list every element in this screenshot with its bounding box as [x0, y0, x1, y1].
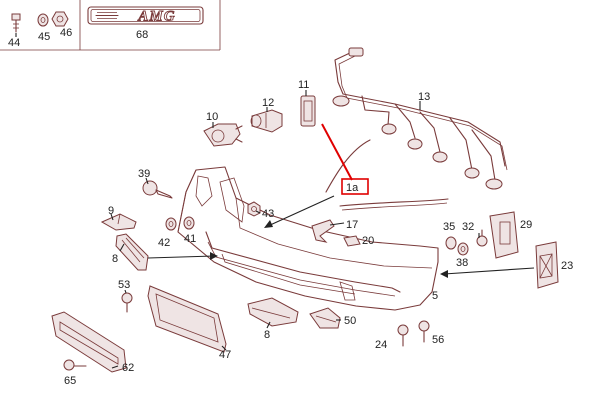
- callout-50: 50: [344, 315, 356, 327]
- wiring-harness: [332, 47, 508, 190]
- nut-part-46: [51, 11, 69, 27]
- grommet-41: [183, 216, 195, 230]
- callout-65: 65: [64, 375, 76, 387]
- screw-32: [476, 229, 488, 247]
- clip-17: [311, 219, 335, 243]
- highlight-marker: [321, 123, 369, 195]
- screw-24: [397, 324, 409, 347]
- callout-8-lower: 8: [264, 329, 270, 341]
- amg-emblem: AMG: [87, 6, 204, 25]
- connector-12: [250, 109, 283, 133]
- callout-68: 68: [136, 29, 148, 41]
- callout-47: 47: [219, 349, 231, 361]
- nut-38: [457, 242, 469, 256]
- screw-65: [63, 359, 87, 371]
- nut-43: [247, 201, 261, 217]
- trim-50: [309, 307, 341, 329]
- callout-39: 39: [138, 168, 150, 180]
- callout-62: 62: [122, 362, 134, 374]
- washer-part-45: [37, 13, 49, 27]
- callout-45: 45: [38, 31, 50, 43]
- callout-38: 38: [456, 257, 468, 269]
- callout-53: 53: [118, 279, 130, 291]
- callout-9: 9: [108, 205, 114, 217]
- screw-39: [142, 180, 173, 199]
- clip-20: [343, 235, 361, 247]
- callout-12: 12: [262, 97, 274, 109]
- callout-1a: 1a: [346, 182, 359, 194]
- callout-41: 41: [184, 233, 196, 245]
- grille-insert-8-lower: [247, 297, 299, 327]
- callout-20: 20: [362, 235, 374, 247]
- highlight-arrow: [321, 123, 353, 181]
- callout-24: 24: [375, 339, 387, 351]
- screw-part-44: [11, 13, 21, 33]
- trim-strip-1a: [325, 139, 449, 211]
- housing-10: [203, 123, 243, 147]
- callout-23: 23: [561, 260, 573, 272]
- plate-62: [51, 311, 127, 373]
- grille-insert-8-left: [115, 233, 149, 271]
- callout-35: 35: [443, 221, 455, 233]
- callout-56: 56: [432, 334, 444, 346]
- callout-8-left: 8: [112, 253, 118, 265]
- bumper-cover: [177, 166, 439, 311]
- bracket-23: [535, 241, 559, 289]
- callout-11: 11: [298, 79, 309, 91]
- callout-17: 17: [346, 219, 358, 231]
- bracket-29: [489, 211, 519, 259]
- bracket-9: [100, 213, 137, 231]
- header-frame: [0, 0, 221, 51]
- callout-labels: 44 45 46 68 11 12 10 13 39 9 43 42 41 8 …: [8, 27, 573, 387]
- grommet-35: [445, 236, 457, 250]
- callout-29: 29: [520, 219, 532, 231]
- screw-56: [418, 320, 430, 343]
- screw-53: [121, 292, 133, 313]
- callout-42: 42: [158, 237, 170, 249]
- plate-bracket-47: [147, 285, 227, 353]
- callout-44: 44: [8, 37, 20, 49]
- callout-5: 5: [432, 290, 438, 302]
- callout-13: 13: [418, 91, 430, 103]
- highlight-box: [341, 178, 369, 195]
- callout-46: 46: [60, 27, 72, 39]
- callout-10: 10: [206, 111, 218, 123]
- callout-43: 43: [262, 208, 274, 220]
- sensor-bracket-11: [300, 95, 316, 127]
- leader-lines: [15, 33, 535, 369]
- nut-42: [165, 217, 177, 231]
- callout-32: 32: [462, 221, 474, 233]
- amg-logo-text: AMG: [137, 9, 175, 25]
